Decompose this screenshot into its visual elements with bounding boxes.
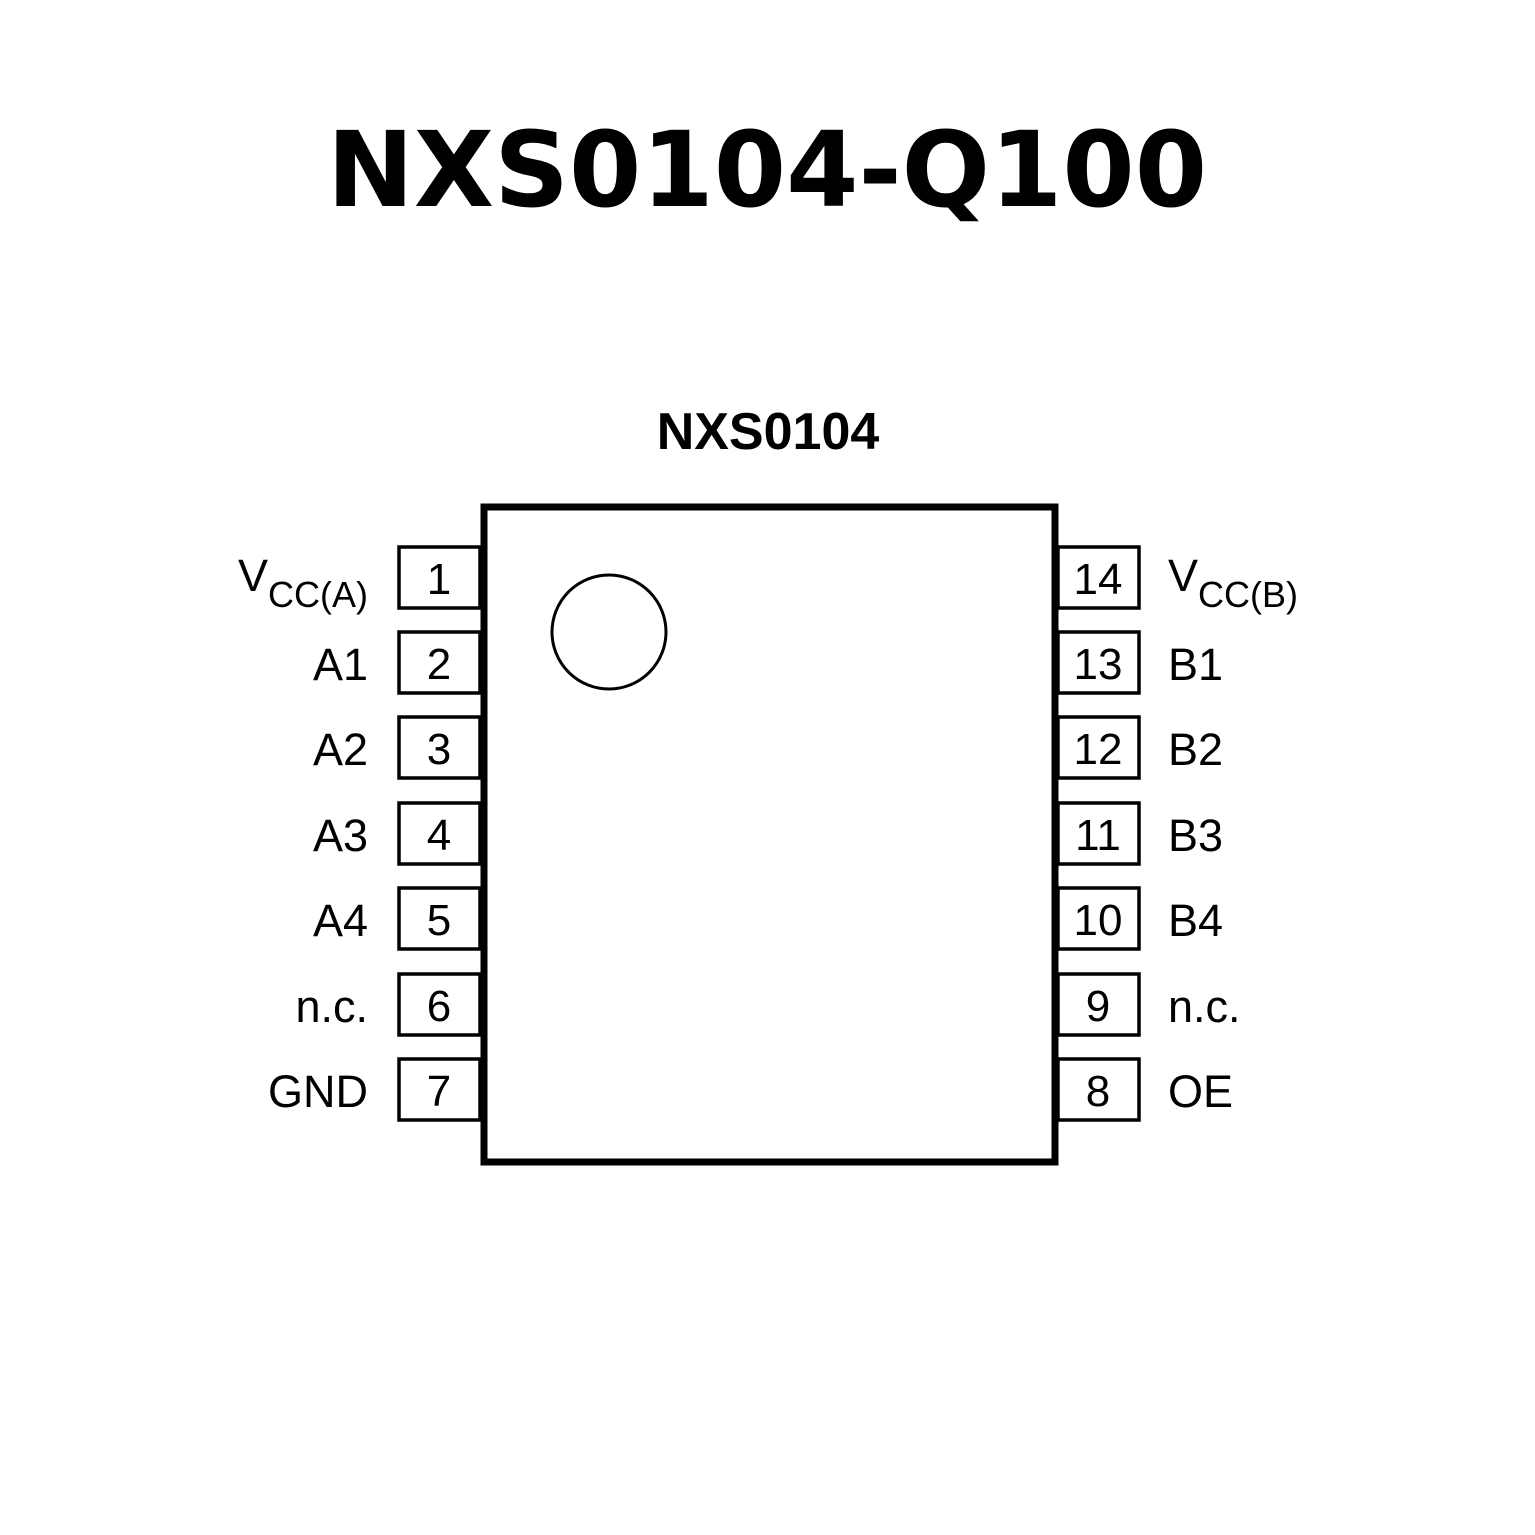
pin-box bbox=[1056, 801, 1141, 866]
pin-box bbox=[397, 801, 482, 866]
pin-label: VCC(A) bbox=[238, 550, 368, 615]
pin-13: 13 B1 bbox=[1056, 630, 1223, 695]
pin-box bbox=[397, 886, 482, 951]
pin-number: 13 bbox=[1074, 640, 1123, 689]
pin-14: 14 VCC(B) bbox=[1056, 545, 1298, 615]
pin-box bbox=[1056, 972, 1141, 1037]
pin-number: 3 bbox=[427, 725, 451, 774]
pin-2: 2 A1 bbox=[313, 630, 482, 695]
pin1-indicator-dot bbox=[550, 573, 668, 691]
pin-number: 7 bbox=[427, 1067, 451, 1116]
pin-label-main: V bbox=[1168, 550, 1198, 601]
pin-number: 11 bbox=[1075, 811, 1121, 860]
pin-label: A3 bbox=[313, 810, 368, 861]
pin-box bbox=[1056, 886, 1141, 951]
pin-box bbox=[1056, 1057, 1141, 1122]
diagram-title: NXS0104-Q100 bbox=[327, 109, 1207, 231]
pin-number: 2 bbox=[427, 640, 451, 689]
pin-number: 6 bbox=[427, 982, 451, 1031]
pin-1: 1 VCC(A) bbox=[238, 545, 482, 615]
pin-5: 5 A4 bbox=[313, 886, 482, 951]
pin-box bbox=[397, 630, 482, 695]
pin-3: 3 A2 bbox=[313, 715, 482, 780]
pin-7: 7 GND bbox=[268, 1057, 482, 1122]
pin-label: B1 bbox=[1168, 639, 1223, 690]
pin-11: 11 B3 bbox=[1056, 801, 1223, 866]
pin-box bbox=[397, 972, 482, 1037]
pin-label: B3 bbox=[1168, 810, 1223, 861]
pin-number: 9 bbox=[1086, 982, 1110, 1031]
pin-number: 1 bbox=[427, 555, 451, 604]
pin-number: 10 bbox=[1074, 896, 1123, 945]
pin-number: 5 bbox=[427, 896, 451, 945]
pin-number: 8 bbox=[1086, 1067, 1110, 1116]
pin-label: A2 bbox=[313, 724, 368, 775]
pin-label: B2 bbox=[1168, 724, 1223, 775]
pin-number: 14 bbox=[1074, 555, 1123, 604]
pin-number: 4 bbox=[427, 811, 451, 860]
pin-label: B4 bbox=[1168, 895, 1223, 946]
pin-10: 10 B4 bbox=[1056, 886, 1223, 951]
pin-8: 8 OE bbox=[1056, 1057, 1233, 1122]
pin-label: n.c. bbox=[1168, 981, 1241, 1032]
pin-9: 9 n.c. bbox=[1056, 972, 1241, 1037]
pin-number: 12 bbox=[1074, 725, 1123, 774]
pin-label: VCC(B) bbox=[1168, 550, 1298, 615]
pin-6: 6 n.c. bbox=[295, 972, 482, 1037]
pin-box bbox=[397, 545, 482, 610]
pin-label-subscript: CC(B) bbox=[1198, 574, 1298, 615]
pin-label-subscript: CC(A) bbox=[268, 574, 368, 615]
pin-12: 12 B2 bbox=[1056, 715, 1223, 780]
chip-body bbox=[480, 503, 1059, 1166]
pin-label-main: V bbox=[238, 550, 268, 601]
chip-name: NXS0104 bbox=[657, 403, 880, 461]
pin-label: A1 bbox=[313, 639, 368, 690]
pin-box bbox=[397, 715, 482, 780]
pin-4: 4 A3 bbox=[313, 801, 482, 866]
pin-label: OE bbox=[1168, 1066, 1233, 1117]
pin-box bbox=[397, 1057, 482, 1122]
pin-label: GND bbox=[268, 1066, 368, 1117]
pin-label: A4 bbox=[313, 895, 368, 946]
pin-label: n.c. bbox=[295, 981, 368, 1032]
